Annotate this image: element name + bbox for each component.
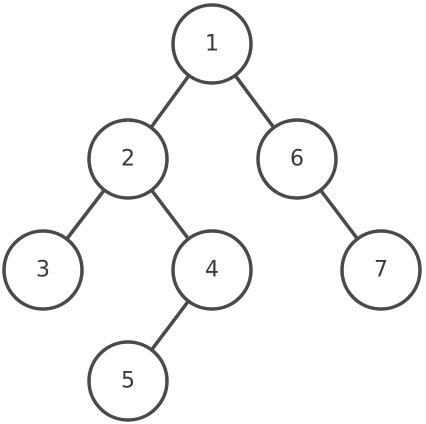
tree-node-7: 7	[340, 229, 422, 311]
tree-node-circle	[256, 118, 338, 200]
tree-node-label: 5	[121, 369, 135, 394]
tree-node-3: 3	[2, 229, 84, 311]
tree-edge-n1-n6	[233, 73, 276, 130]
tree-edge-n2-n3	[64, 188, 107, 241]
tree-node-2: 2	[87, 118, 169, 200]
tree-node-label: 3	[36, 258, 50, 283]
tree-node-5: 5	[87, 340, 169, 422]
tree-node-6: 6	[256, 118, 338, 200]
tree-edge-n6-n7	[318, 188, 360, 241]
tree-nodes: 1 2 3 4 5 6 7	[2, 3, 422, 422]
tree-node-circle	[87, 118, 169, 200]
tree-node-circle	[340, 229, 422, 311]
tree-node-circle	[171, 3, 253, 85]
tree-edges	[64, 73, 360, 352]
tree-node-label: 2	[121, 147, 135, 172]
tree-node-label: 6	[290, 147, 304, 172]
tree-edge-n2-n4	[149, 188, 191, 241]
tree-node-1: 1	[171, 3, 253, 85]
tree-node-circle	[2, 229, 84, 311]
tree-node-circle	[87, 340, 169, 422]
tree-node-label: 1	[205, 32, 219, 57]
tree-node-4: 4	[171, 229, 253, 311]
tree-node-label: 4	[205, 258, 219, 283]
tree-edge-n4-n5	[149, 299, 191, 352]
tree-node-circle	[171, 229, 253, 311]
tree-node-label: 7	[374, 258, 388, 283]
tree-edge-n1-n2	[149, 73, 191, 130]
